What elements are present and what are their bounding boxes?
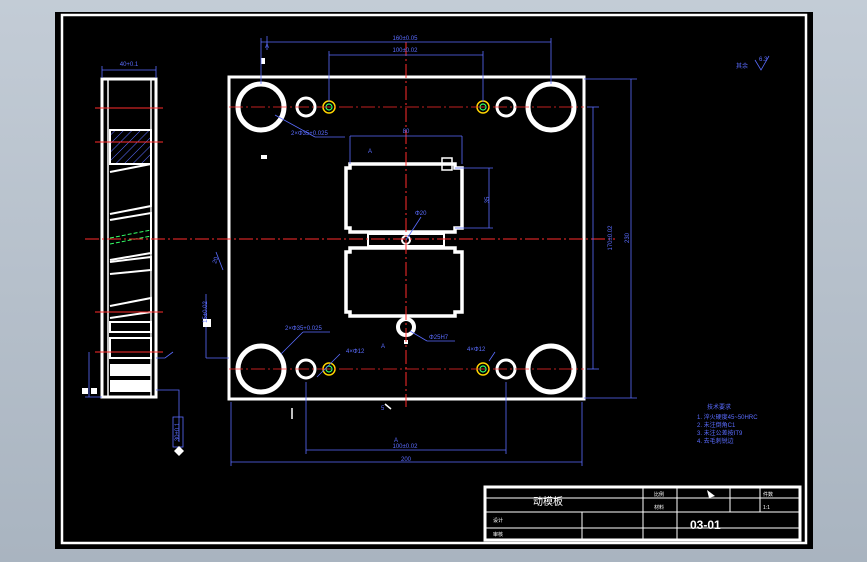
material-label: 材料 <box>654 504 664 511</box>
section-view <box>82 66 184 456</box>
dim-part-width: 40+0.1 <box>120 62 139 68</box>
section-label-a-cavity: A <box>368 149 372 155</box>
designer-label: 设计 <box>493 517 503 524</box>
dim-vert-bottom: 30±0.1 <box>175 422 181 441</box>
dim-bottom-outer: 200 <box>401 457 412 463</box>
dim-pin-hole: 4×Φ12 <box>346 349 365 355</box>
notes-heading: 技术要求 <box>707 403 731 411</box>
dim-side: 20 <box>212 256 220 265</box>
qty-label: 件数 <box>763 491 773 498</box>
dim-insert-hole: Φ20 <box>415 211 427 217</box>
section-label-a-right: A <box>381 344 385 350</box>
dim-bottom-inner: 100±0.02 <box>393 444 419 450</box>
drawing-viewport[interactable]: 160±0.05 100±0.02 40+0.1 80 2×Φ35+0.025 … <box>55 12 813 549</box>
roughness-symbol: 其余 6.3 <box>736 55 770 71</box>
title-block: 动模板 比例 材料 件数 1:1 设计 审核 03-01 <box>483 485 802 542</box>
note-4: 4. 去毛刺锐边 <box>697 437 734 445</box>
dim-height-inner: 170±0.02 <box>608 225 614 251</box>
note-3: 3. 未注公差按IT9 <box>697 429 743 437</box>
dimension-lines <box>205 36 637 466</box>
svg-text:其余: 其余 <box>736 62 748 70</box>
dim-left: 5 <box>381 406 385 412</box>
reviewer-label: 审核 <box>493 531 503 538</box>
ratio-label: 1:1 <box>763 505 770 511</box>
note-1: 1. 淬火硬度45~50HRC <box>697 413 758 421</box>
technical-notes: 技术要求 1. 淬火硬度45~50HRC 2. 未注倒角C1 3. 未注公差按I… <box>697 403 758 445</box>
datum-marker <box>203 319 211 327</box>
dim-side-vert: 15±0.02 <box>203 301 209 323</box>
dim-cavity-depth: 35 <box>485 196 491 203</box>
cad-drawing: 160±0.05 100±0.02 40+0.1 80 2×Φ35+0.025 … <box>60 13 808 545</box>
dim-guide-hole-bottom: 2×Φ35+0.025 <box>285 326 322 332</box>
dim-sprue: Φ25H7 <box>429 335 449 341</box>
section-label-a-bottom: A <box>394 438 398 444</box>
scale-label: 比例 <box>654 491 664 498</box>
dim-top-outer: 160±0.05 <box>393 36 419 42</box>
svg-text:6.3: 6.3 <box>759 57 768 63</box>
note-2: 2. 未注倒角C1 <box>697 421 736 429</box>
part-name: 动模板 <box>533 495 563 508</box>
dim-top-inner: 100±0.02 <box>393 48 419 54</box>
drawing-code: 03-01 <box>690 518 721 532</box>
drawing-frame <box>60 13 808 545</box>
dim-guide-hole-top: 2×Φ35+0.025 <box>291 131 328 137</box>
dim-height-outer: 230 <box>625 232 631 243</box>
dim-reset-hole: 4×Φ12 <box>467 347 486 353</box>
section-label-a-top: A <box>265 44 269 50</box>
dim-cavity-width: 80 <box>403 129 410 135</box>
